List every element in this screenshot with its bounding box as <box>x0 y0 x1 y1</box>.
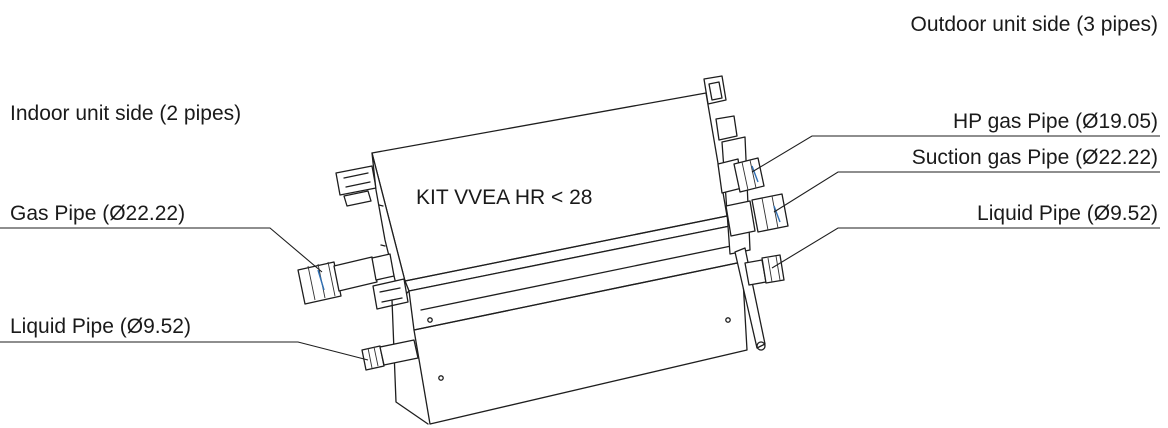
leader-lines <box>0 135 1160 361</box>
suction-gas-pipe-connector <box>725 193 789 237</box>
leader-liquid-pipe-outdoor <box>771 227 1160 269</box>
mounting-bracket-right <box>703 75 738 141</box>
gas-pipe-indoor-connector <box>297 253 395 305</box>
suction-gas-pipe-label: Suction gas Pipe (Ø22.22) <box>911 146 1158 169</box>
gas-pipe-indoor-label: Gas Pipe (Ø22.22) <box>10 202 186 225</box>
kit-name-label: KIT VVEA HR < 28 <box>416 186 593 209</box>
outdoor-side-label: Outdoor unit side (3 pipes) <box>910 13 1158 36</box>
indoor-side-label: Indoor unit side (2 pipes) <box>10 102 242 125</box>
liquid-pipe-outdoor-connector <box>744 254 785 286</box>
mounting-bracket-left <box>335 165 377 207</box>
liquid-pipe-indoor-label: Liquid Pipe (Ø9.52) <box>10 315 191 338</box>
leader-suction-gas-pipe <box>773 171 1160 213</box>
liquid-pipe-indoor-connector <box>361 339 419 371</box>
hp-gas-pipe-connector <box>717 157 765 194</box>
leader-gas-pipe-indoor <box>0 227 323 273</box>
leader-hp-gas-pipe <box>751 135 1160 173</box>
mounting-bracket-bottom-left <box>372 278 429 425</box>
leader-liquid-pipe-indoor <box>0 341 369 361</box>
liquid-pipe-outdoor-label: Liquid Pipe (Ø9.52) <box>977 202 1158 225</box>
hp-gas-pipe-label: HP gas Pipe (Ø19.05) <box>952 110 1158 133</box>
